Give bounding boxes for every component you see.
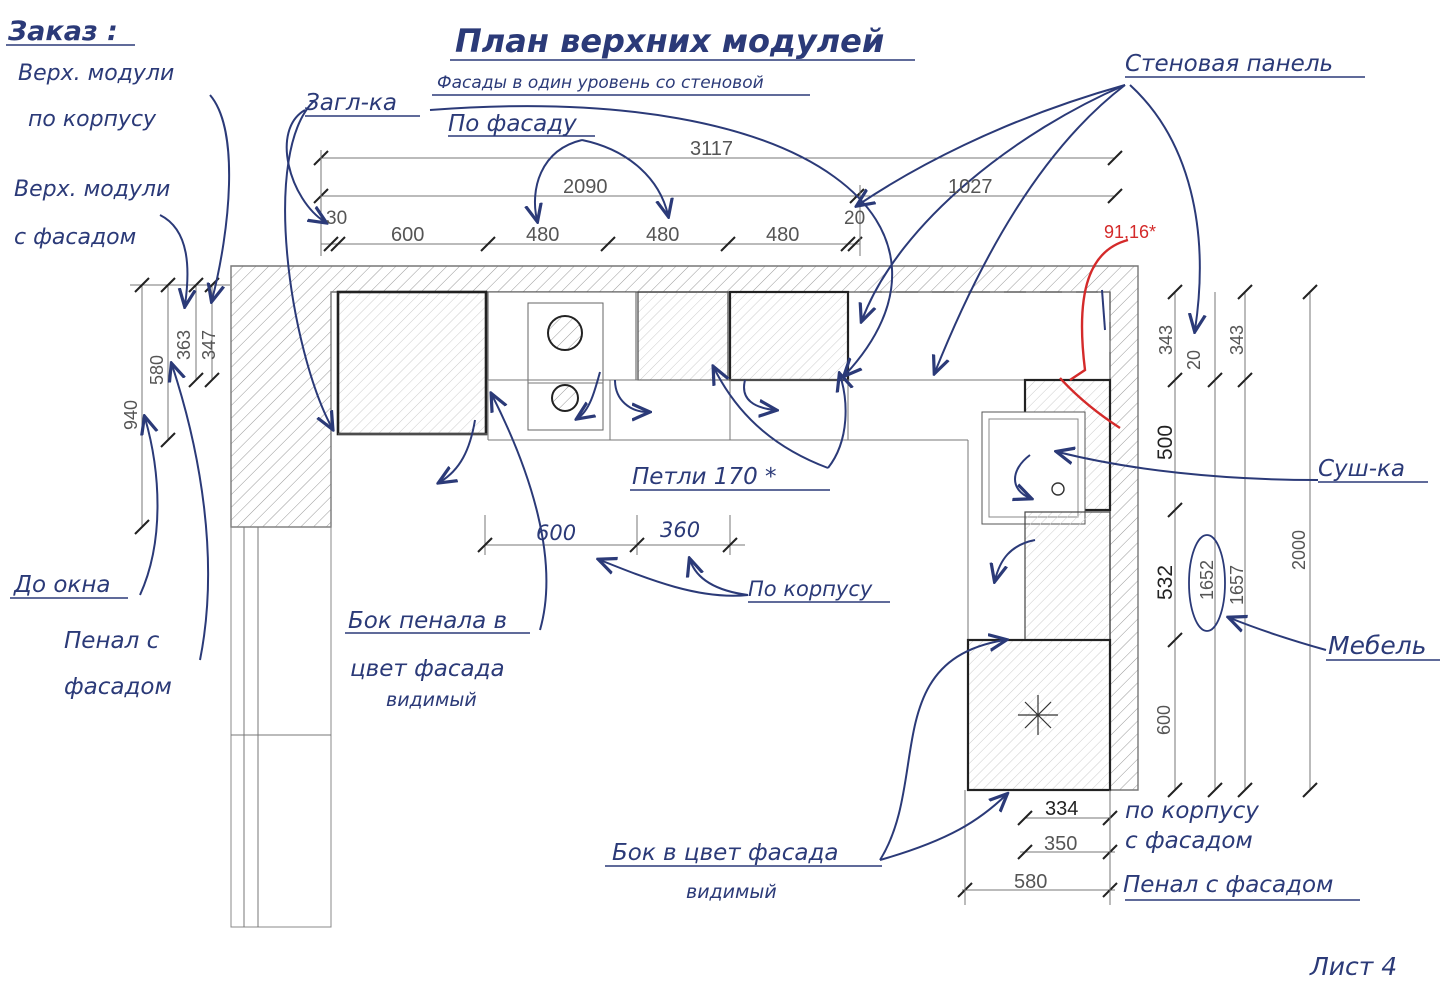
top-dimensions bbox=[313, 150, 1123, 256]
red-angle-curve bbox=[1059, 238, 1129, 430]
cabinet-480-c bbox=[729, 291, 849, 381]
s-fasadom-right-label: с фасадом bbox=[1125, 828, 1253, 854]
mebel-label: Мебель bbox=[1328, 631, 1426, 660]
dim-2000: 2000 bbox=[1289, 530, 1309, 570]
light-symbol bbox=[1018, 695, 1058, 735]
dim-30: 30 bbox=[326, 208, 347, 229]
dim-500: 500 bbox=[1154, 425, 1177, 460]
dim-480-a: 480 bbox=[526, 224, 559, 246]
dim-480-c: 480 bbox=[766, 224, 799, 246]
dim-334: 334 bbox=[1045, 798, 1078, 820]
penal-right-label: Пенал с фасадом bbox=[1123, 872, 1333, 898]
sushka-label: Суш-ка bbox=[1318, 456, 1405, 482]
dim-350: 350 bbox=[1044, 833, 1077, 855]
page-subtitle: Фасады в один уровень со стеновой bbox=[437, 73, 764, 93]
dim-600-inner: 600 bbox=[536, 521, 576, 545]
dim-20-top: 20 bbox=[844, 208, 865, 229]
dim-360-inner: 360 bbox=[660, 518, 700, 542]
dim-343-a: 343 bbox=[1156, 325, 1176, 355]
po-fasadu-label: По фасаду bbox=[448, 111, 577, 137]
po-korpusu-label: По корпусу bbox=[748, 577, 873, 601]
annotation-arrows bbox=[139, 84, 1327, 861]
dim-20-right: 20 bbox=[1184, 350, 1204, 370]
bok-penala-line3: видимый bbox=[386, 689, 477, 711]
dim-940: 940 bbox=[121, 400, 141, 430]
dim-580-left: 580 bbox=[147, 355, 167, 385]
bok-penala-line1: Бок пенала в bbox=[348, 608, 507, 634]
order-item-2: по корпусу bbox=[28, 107, 157, 132]
dim-347: 347 bbox=[199, 330, 219, 360]
order-item-3: Верх. модули bbox=[14, 177, 170, 202]
order-label: Заказ : bbox=[7, 16, 118, 47]
penal-left-line1: Пенал с bbox=[64, 628, 160, 654]
bok-v-cvet-line2: видимый bbox=[686, 881, 777, 903]
burner-small bbox=[551, 384, 579, 412]
bottom-dimensions bbox=[957, 790, 1118, 905]
drain bbox=[1051, 482, 1065, 496]
penal-left-line2: фасадом bbox=[64, 674, 172, 700]
burner-large bbox=[547, 315, 583, 351]
dim-1652: 1652 bbox=[1197, 560, 1217, 600]
dim-580-bottom: 580 bbox=[1014, 871, 1047, 893]
zaglushka-label: Загл-ка bbox=[305, 90, 397, 116]
dim-600-right: 600 bbox=[1154, 705, 1174, 735]
bok-penala-line2: цвет фасада bbox=[350, 656, 505, 682]
cabinet-532 bbox=[1024, 511, 1111, 641]
order-item-1: Верх. модули bbox=[18, 61, 174, 86]
sheet-label: Лист 4 bbox=[1309, 952, 1397, 981]
po-korpusu-right-label: по корпусу bbox=[1125, 798, 1259, 824]
dim-343-b: 343 bbox=[1227, 325, 1247, 355]
dim-363: 363 bbox=[174, 330, 194, 360]
cabinet-480-b bbox=[637, 291, 729, 381]
dim-3117: 3117 bbox=[690, 138, 733, 160]
order-item-4: с фасадом bbox=[14, 225, 136, 250]
inner-dimensions bbox=[477, 515, 745, 555]
left-dimensions bbox=[130, 277, 230, 535]
bok-v-cvet-line1: Бок в цвет фасада bbox=[612, 840, 839, 866]
dim-480-b: 480 bbox=[646, 224, 679, 246]
dim-2090: 2090 bbox=[563, 176, 608, 198]
do-okna-label: До окна bbox=[13, 572, 110, 598]
cabinet-600-right-border bbox=[966, 638, 1112, 792]
page-title: План верхних модулей bbox=[455, 22, 884, 60]
sink bbox=[981, 411, 1086, 525]
left-penal-outline bbox=[230, 526, 332, 928]
dim-532: 532 bbox=[1154, 565, 1177, 600]
dim-600-top: 600 bbox=[391, 224, 424, 246]
cabinet-600 bbox=[337, 291, 487, 435]
red-angle-label: 91,16* bbox=[1104, 222, 1156, 242]
petli-label: Петли 170 * bbox=[632, 464, 777, 490]
dim-1657: 1657 bbox=[1227, 565, 1247, 605]
right-dimensions bbox=[1167, 284, 1318, 798]
stenovaya-panel-label: Стеновая панель bbox=[1125, 51, 1333, 77]
dim-1027: 1027 bbox=[948, 176, 993, 198]
